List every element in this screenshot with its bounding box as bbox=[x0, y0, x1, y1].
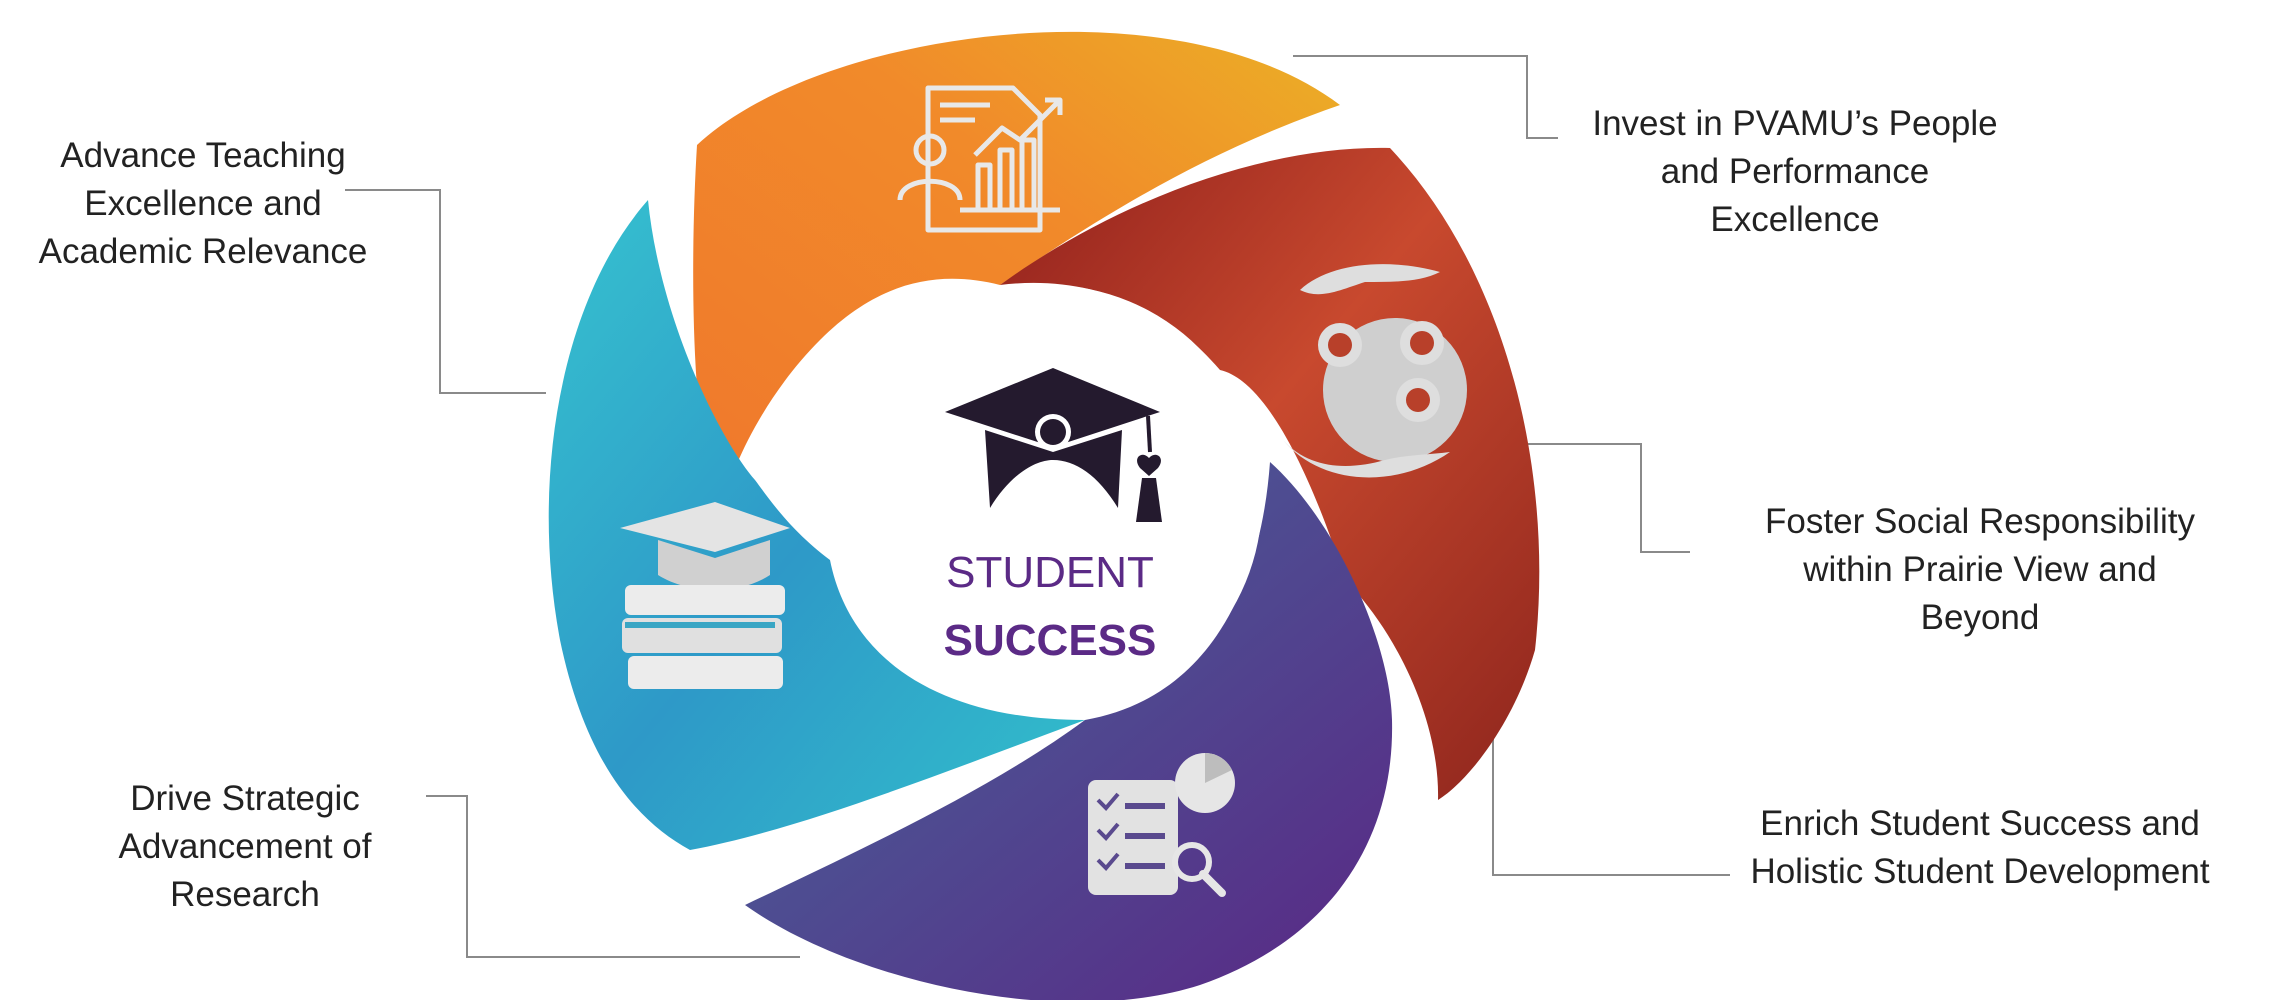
center-title-line1: STUDENT bbox=[946, 548, 1154, 597]
goal-label-people-line2: and Performance bbox=[1660, 152, 1930, 191]
goal-label-teaching-line3: Academic Relevance bbox=[38, 232, 368, 271]
segment-people bbox=[693, 31, 1340, 521]
document-with-person-and-growth-chart-icon bbox=[897, 85, 1063, 233]
checklist-with-pie-chart-and-magnifier-icon bbox=[1088, 753, 1235, 897]
center-hub: STUDENT SUCCESS bbox=[832, 285, 1262, 715]
goal-label-teaching-line2: Excellence and bbox=[84, 184, 322, 223]
goal-label-research-line1: Drive Strategic bbox=[130, 779, 360, 818]
goal-label-student-line2: Holistic Student Development bbox=[1750, 852, 2210, 891]
segment-student bbox=[745, 462, 1393, 1000]
hands-holding-globe-with-people-icon bbox=[1283, 264, 1467, 478]
goal-label-people-line1: Invest in PVAMU’s People bbox=[1592, 104, 1998, 143]
goal-label-teaching: Advance Teaching Excellence and Academic… bbox=[8, 132, 398, 276]
segment-social bbox=[1000, 147, 1540, 800]
center-title-line2: SUCCESS bbox=[944, 616, 1157, 665]
goal-label-student: Enrich Student Success and Holistic Stud… bbox=[1715, 800, 2245, 896]
connector-line-student bbox=[1492, 708, 1730, 876]
goal-label-research: Drive Strategic Advancement of Research bbox=[60, 775, 430, 919]
connector-line-research bbox=[426, 795, 800, 958]
connector-lines bbox=[345, 55, 1730, 958]
goal-label-social-line1: Foster Social Responsibility bbox=[1765, 502, 2195, 541]
books-with-graduation-cap-icon bbox=[620, 502, 790, 689]
graduation-cap-with-student-icon bbox=[945, 368, 1162, 522]
goal-label-student-line1: Enrich Student Success and bbox=[1760, 804, 2200, 843]
goal-label-research-line2: Advancement of bbox=[118, 827, 372, 866]
connector-line-people bbox=[1293, 55, 1558, 139]
goal-label-teaching-line1: Advance Teaching bbox=[60, 136, 346, 175]
goal-label-social: Foster Social Responsibility within Prai… bbox=[1715, 498, 2245, 642]
goal-label-people: Invest in PVAMU’s People and Performance… bbox=[1570, 100, 2020, 244]
connector-line-teaching bbox=[345, 189, 546, 394]
goal-label-social-line3: Beyond bbox=[1920, 598, 2040, 637]
goal-label-research-line3: Research bbox=[170, 875, 320, 914]
goal-label-social-line2: within Prairie View and bbox=[1803, 550, 2157, 589]
goal-label-people-line3: Excellence bbox=[1710, 200, 1880, 239]
connector-line-social bbox=[1453, 443, 1690, 553]
